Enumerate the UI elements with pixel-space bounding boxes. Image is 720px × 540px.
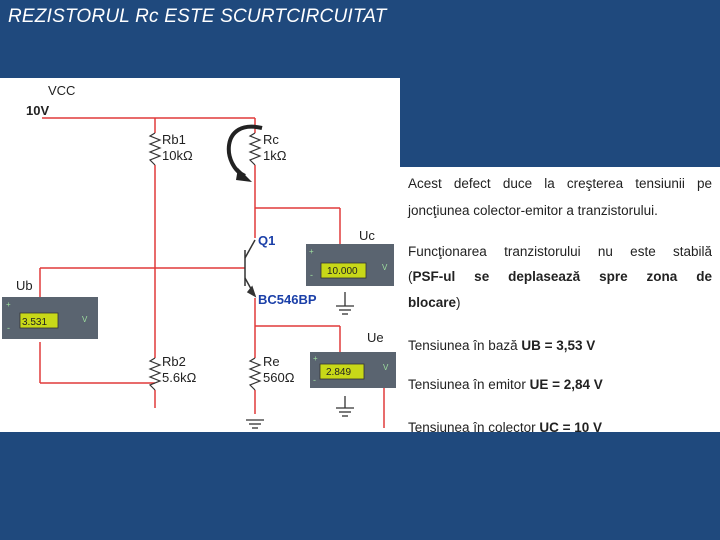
- para-defect-line2: joncţiunea colector-emitor a tranzistoru…: [408, 203, 658, 218]
- short-circuit-arrowhead: [236, 168, 252, 182]
- wires: [39, 117, 385, 428]
- meter-ub-plus: +: [6, 300, 11, 309]
- ub-value: UB = 3,53 V: [521, 338, 596, 353]
- rb1-value: 10kΩ: [162, 148, 193, 163]
- q1-model: BC546BP: [258, 292, 317, 307]
- meter-ub-reading: 3.531: [22, 317, 47, 328]
- rc-value: 1kΩ: [263, 148, 287, 163]
- rb2-name: Rb2: [162, 354, 186, 369]
- vcc-label: VCC: [48, 83, 75, 98]
- meter-uc-reading: 10.000: [327, 266, 358, 277]
- psf-text: PSF-ul se deplasează spre zona de: [412, 269, 713, 284]
- resistor-rb2: [148, 357, 162, 391]
- meter-uc-unit: V: [382, 263, 388, 272]
- rb1-name: Rb1: [162, 132, 186, 147]
- para-stability-line2: (PSF-ul se deplasează spre zona de: [408, 268, 712, 286]
- paren-close: ): [456, 295, 461, 310]
- re-value: 560Ω: [263, 370, 295, 385]
- meter-ub: 3.531 + - V: [2, 297, 98, 339]
- resistor-rc: [248, 132, 262, 166]
- paren-open: (: [408, 269, 413, 284]
- circuit-schematic: VCC 10V Rb1 10kΩ Rc 1kΩ Q1 BC546BP Rb2 5…: [2, 83, 396, 429]
- para-stability-line1: Funcţionarea tranzistorului nu este stab…: [408, 244, 712, 259]
- resistor-rb1: [148, 132, 162, 166]
- rb2-value: 5.6kΩ: [162, 370, 197, 385]
- resistor-re: [248, 357, 262, 391]
- short-circuit-arrow: [226, 124, 263, 178]
- ub-prefix: Tensiunea în bază: [408, 338, 522, 353]
- uc-prefix: Tensiunea în colector: [408, 420, 540, 432]
- ue-prefix: Tensiunea în emitor: [408, 377, 530, 392]
- re-name: Re: [263, 354, 280, 369]
- meter-ue-minus: -: [313, 375, 316, 385]
- meter-ub-unit: V: [82, 315, 88, 324]
- ground-symbols: [246, 292, 354, 429]
- rc-name: Rc: [263, 132, 279, 147]
- q1-name: Q1: [258, 233, 275, 248]
- vcc-value: 10V: [26, 103, 49, 118]
- meter-ue-label: Ue: [367, 330, 384, 345]
- ue-line: Tensiunea în emitor UE = 2,84 V: [408, 376, 712, 394]
- meter-ub-label: Ub: [16, 278, 33, 293]
- circuit-diagram: VCC 10V Rb1 10kΩ Rc 1kΩ Q1 BC546BP Rb2 5…: [0, 78, 400, 432]
- para-stability-line3: blocare): [408, 294, 712, 312]
- meter-uc-label: Uc: [359, 228, 375, 243]
- meter-ue-unit: V: [383, 363, 389, 372]
- resistor-symbols: [148, 132, 262, 391]
- meter-ub-minus: -: [7, 323, 10, 333]
- uc-line: Tensiunea în colector UC = 10 V: [408, 419, 712, 432]
- meter-uc: 10.000 + - V: [306, 244, 394, 286]
- meter-ue-plus: +: [313, 354, 318, 363]
- meter-uc-minus: -: [310, 270, 313, 280]
- slide-title: REZISTORUL Rc ESTE SCURTCIRCUITAT: [8, 6, 387, 27]
- blocare-text: blocare: [408, 295, 457, 310]
- meter-ue-reading: 2.849: [326, 367, 351, 378]
- explanation-panel: Acest defect duce la creşterea tensiunii…: [400, 167, 720, 432]
- uc-value: UC = 10 V: [539, 420, 602, 432]
- ub-line: Tensiunea în bază UB = 3,53 V: [408, 337, 712, 355]
- meter-ue: 2.849 + - V: [310, 352, 396, 388]
- meter-uc-plus: +: [309, 247, 314, 256]
- ue-value: UE = 2,84 V: [529, 377, 603, 392]
- transistor-q1: [244, 239, 257, 298]
- para-defect-line1: Acest defect duce la creşterea tensiunii…: [408, 176, 712, 191]
